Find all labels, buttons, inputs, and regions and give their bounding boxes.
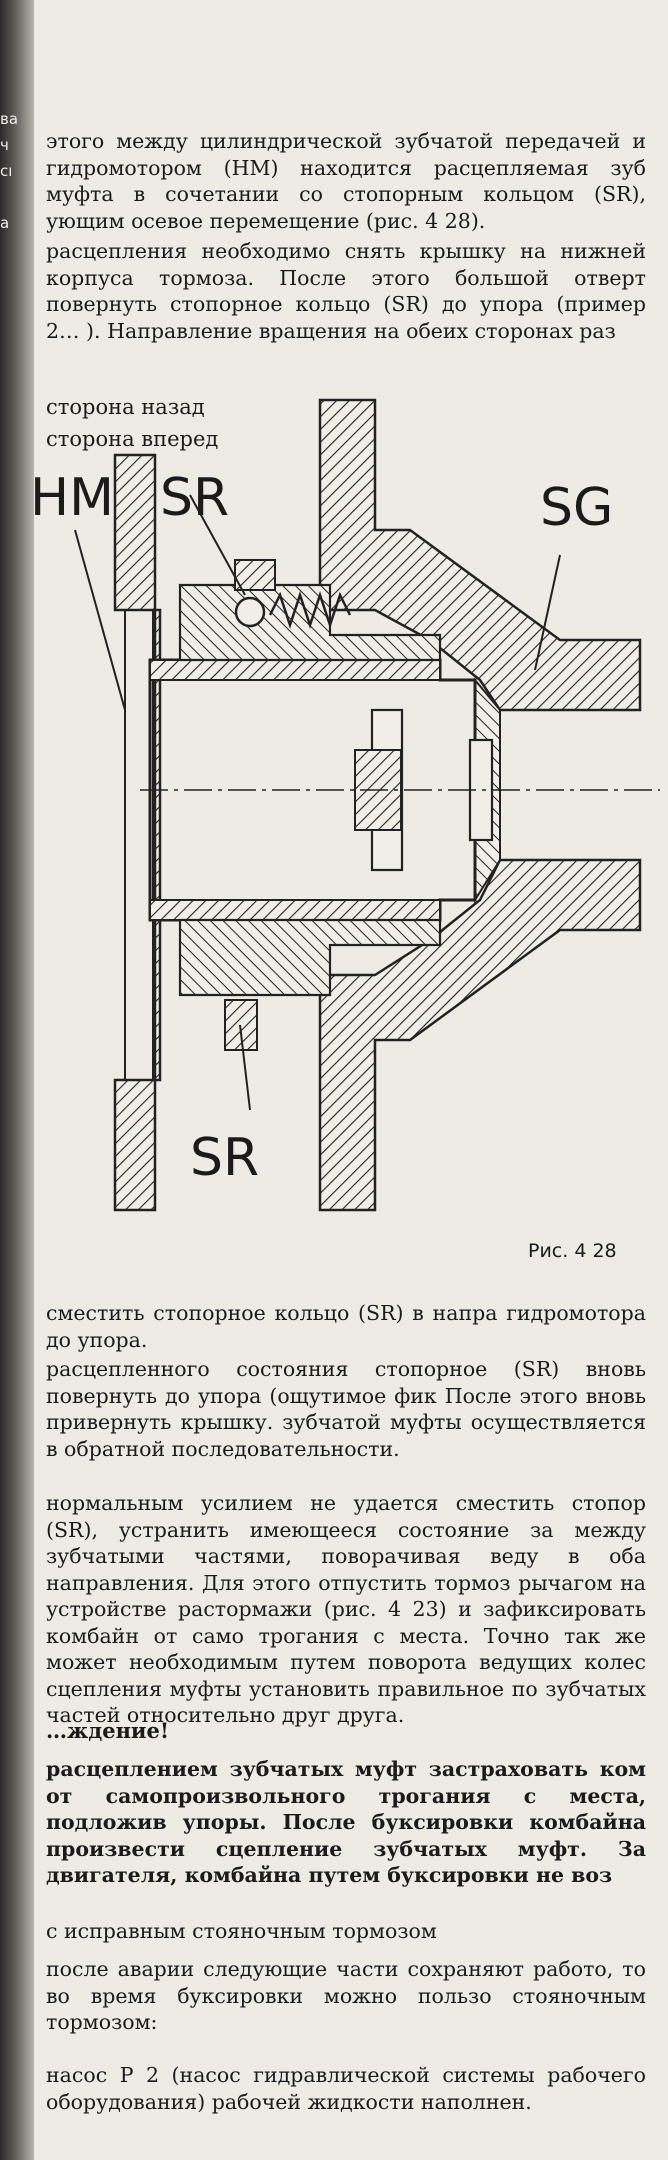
shaft-wall-top [149,659,441,681]
leader-hm [74,529,126,711]
paragraph-disengage: расцепления необходимо снять крышку на н… [46,239,646,343]
label-hm: HM [30,468,114,528]
retaining-ring-top [234,559,276,591]
bleed-line: ч [0,136,9,154]
legend-back: сторона назад [46,395,205,419]
paragraph-pump: насос P 2 (насос гидравлической системы … [46,2063,646,2114]
paragraph-shift-ring: сместить стопорное кольцо (SR) в напра г… [46,1301,646,1352]
label-sr-bottom: SR [190,1128,259,1188]
label-sg: SG [540,478,613,538]
technical-drawing: HM SR SG SR [30,398,660,1212]
coupling-sleeve-bottom [178,918,442,997]
leader-sr-bottom [239,1024,251,1111]
leader-sg [534,554,561,671]
sg-housing-upper [318,398,642,712]
paragraph-secure-disengaged: расцепленного состояния стопорное (SR) в… [46,1357,646,1461]
leader-sr-top [189,494,246,596]
paragraph-troubleshoot: нормальным усилием не удается сместить с… [46,1491,646,1727]
bleed-line: сı [0,162,13,180]
warning-text: расцеплением зубчатых муфт застраховать … [46,1757,646,1887]
bleed-line: ва [0,110,19,128]
label-sr-top: SR [160,468,229,528]
legend-forward: сторона вперед [46,427,219,451]
bleed-line [0,188,30,214]
binding-shadow [0,0,34,2160]
paragraph-parking-brake: с исправным стояночным тормозом [46,1919,437,1943]
spring [268,591,352,629]
warning-heading: …ждение! [46,1718,170,1743]
paragraph-after-accident: после аварии следующие части сохраняют р… [46,1957,646,2034]
adjacent-page-fragment: ва ч сı а [0,110,30,240]
locking-ball [234,596,266,628]
figure-caption: Рис. 4 28 [528,1240,617,1262]
paragraph-intro: этого между цилиндрической зубчатой пере… [46,129,646,233]
shaft-wall-bottom [149,899,441,921]
bleed-line: а [0,214,10,232]
hm-plate [124,609,154,1081]
